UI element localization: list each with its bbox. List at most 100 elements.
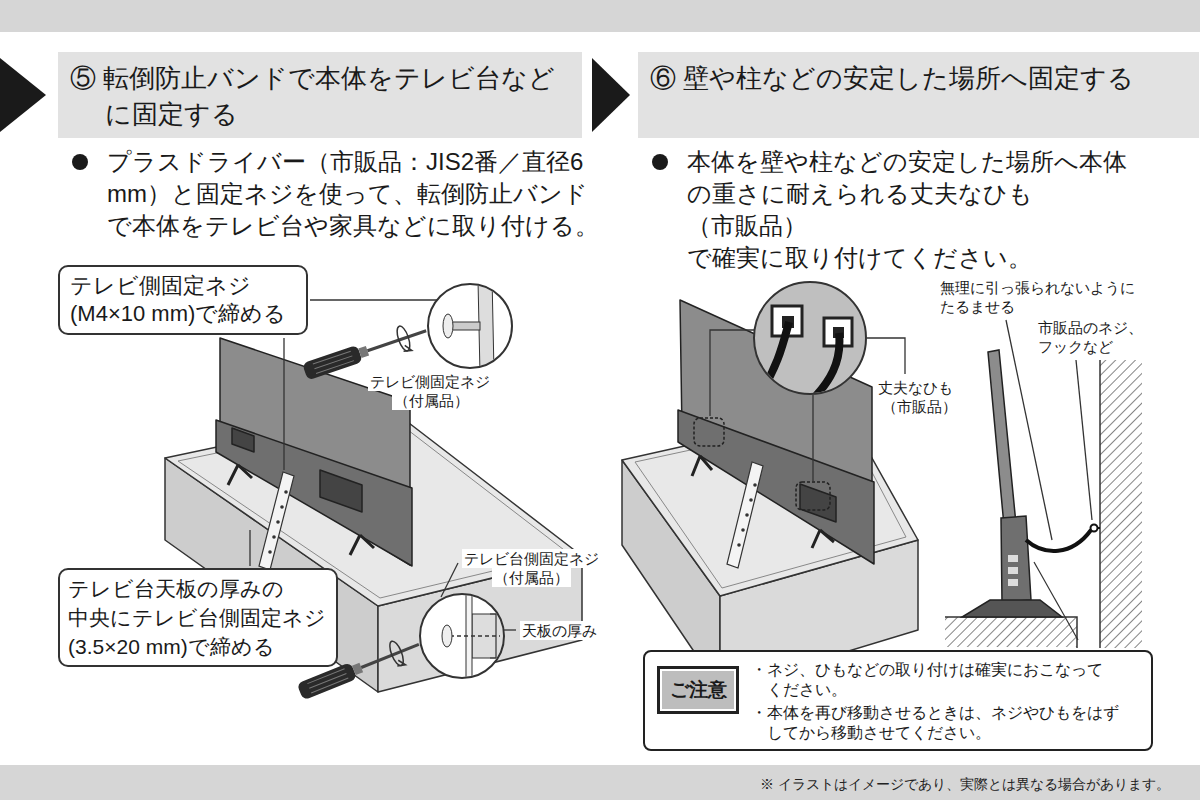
tv-foot	[812, 530, 834, 548]
step-heading-band: ⑤ 転倒防止バンドで本体をテレビ台など に固定する	[58, 52, 582, 138]
instruction-text: プラスドライバー（市販品：JIS2番／直径6 mm）と固定ネジを使って、転倒防止…	[105, 146, 604, 242]
rotation-arrow	[387, 639, 406, 667]
magnifier-ground	[428, 284, 512, 368]
band-hole	[745, 513, 749, 517]
tv-foot	[350, 535, 374, 555]
screwdriver-handle	[297, 662, 358, 700]
band-hole	[272, 535, 276, 539]
callout-box: テレビ台天板の厚みの 中央にテレビ台側固定ネジ (3.5×20 mm)で締める	[58, 568, 338, 667]
magnifier-ground	[754, 282, 866, 394]
anti-tip-band	[727, 462, 763, 568]
magnifier-ring	[754, 282, 866, 394]
screw-head	[443, 314, 453, 338]
bullet-dot	[652, 154, 668, 170]
screw-head	[442, 625, 452, 647]
rotation-arrow	[395, 325, 413, 353]
footnote-caption: ※ イラストはイメージであり、実際とは異なる場合があります。	[758, 775, 1172, 793]
screwdriver-ferrule	[352, 663, 363, 675]
node-text: テレビ側固定ネジ (M4×10 mm)で締める	[70, 272, 296, 328]
screwdriver-handle	[302, 345, 363, 381]
band-hole	[737, 543, 741, 547]
side-view	[945, 350, 1142, 648]
tv-side-stand	[962, 600, 1062, 617]
tv-stand	[622, 410, 918, 690]
callout-box: テレビ側固定ネジ (M4×10 mm)で締める	[58, 265, 308, 335]
hole-marker	[694, 418, 724, 446]
annotation-text: 市販品のネジ、 フックなど	[1036, 318, 1160, 356]
band-hole	[753, 483, 757, 487]
part-name: テレビ側固定ネジ	[368, 372, 492, 391]
magnified-tv-screw	[443, 276, 494, 374]
screw-hidden	[450, 635, 500, 637]
instruction-text: 本体を壁や柱などの安定した場所へ本体 の重さに耐えられる丈夫なひも（市販品） で…	[685, 146, 1154, 274]
slack-cord	[1026, 530, 1091, 551]
wall	[1100, 360, 1142, 648]
step-heading-band: ⑥ 壁や柱などの安定した場所へ固定する	[638, 52, 1199, 138]
handle-grip	[313, 351, 354, 373]
part-note: （付属品）	[392, 391, 471, 410]
tv-terminal	[1008, 555, 1018, 562]
tv-side	[988, 350, 1016, 526]
leader-line	[710, 330, 754, 416]
tv-lower-housing	[216, 420, 412, 566]
leader-line	[283, 338, 284, 470]
node-text: ⑥ 壁や柱などの安定した場所へ固定する	[650, 60, 1195, 96]
leader-line	[310, 299, 437, 300]
leader-line	[1076, 360, 1092, 520]
screw-shank	[452, 322, 480, 330]
band-strip	[727, 462, 763, 568]
wall-hook	[1091, 525, 1098, 532]
magnifier-ring	[428, 284, 512, 368]
strong-cord	[758, 322, 789, 396]
tv-terminal	[320, 470, 362, 512]
tv-foot	[692, 456, 712, 476]
bullet-dot	[72, 154, 88, 170]
step-arrow	[592, 58, 630, 132]
node-text: ⑤ 転倒防止バンドで本体をテレビ台など に固定する	[70, 60, 575, 132]
band-strip	[259, 472, 294, 570]
tv-terminal	[232, 428, 254, 452]
part-note: （付属品）	[492, 568, 571, 587]
tv-side-housing	[1001, 516, 1031, 602]
dimension-label: 天板の厚み	[520, 621, 599, 640]
leader-line	[441, 563, 458, 597]
node-text: ・本体を再び移動させるときは、ネジやひもをはず してから移動させてください。	[751, 703, 1137, 743]
annotation-text: 無理に引っ張られないように たるませる	[938, 278, 1147, 316]
handle-grip	[307, 669, 348, 693]
caution-box: ・ネジ、ひもなどの取り付けは確実におこなって ください。・本体を再び移動させると…	[643, 650, 1153, 751]
page-panel	[0, 32, 1200, 765]
band-hole	[749, 498, 753, 502]
cable-line	[1034, 562, 1078, 640]
band-hole	[741, 528, 745, 532]
node-text: テレビ台天板の厚みの 中央にテレビ台側固定ネジ (3.5×20 mm)で締める	[68, 574, 328, 661]
screwdriver-ferrule	[358, 346, 369, 358]
anti-tip-band	[259, 472, 294, 570]
part-name: 丈夫なひも	[876, 378, 955, 397]
node-text: ・ネジ、ひもなどの取り付けは確実におこなって ください。	[751, 660, 1137, 700]
leader-line	[867, 338, 905, 374]
tv-terminal	[1008, 567, 1018, 574]
leader-line	[812, 395, 813, 481]
tv-foot	[228, 465, 252, 485]
tv-lower-housing	[678, 410, 874, 564]
tv-terminal	[1008, 579, 1018, 586]
leader-line	[249, 530, 250, 566]
band-hole	[276, 520, 280, 524]
node-text: ご注意	[670, 677, 727, 703]
part-name: テレビ台側固定ネジ	[462, 549, 601, 568]
band-hole	[284, 490, 288, 494]
wall-face	[1099, 360, 1101, 648]
stand-section	[945, 617, 1077, 647]
step-arrow	[0, 58, 46, 132]
rotation-arrowhead	[402, 344, 412, 353]
part-note: （市販品）	[880, 397, 959, 416]
wall-hook-screw	[1097, 527, 1100, 529]
magnifier-ring	[420, 594, 504, 678]
thickness-bracket	[490, 614, 496, 658]
hole-marker	[796, 482, 830, 510]
rotation-arrowhead	[395, 658, 405, 667]
stand-section-edge	[945, 617, 1077, 648]
band-hole	[280, 505, 284, 509]
caution-tag: ご注意	[657, 666, 739, 714]
